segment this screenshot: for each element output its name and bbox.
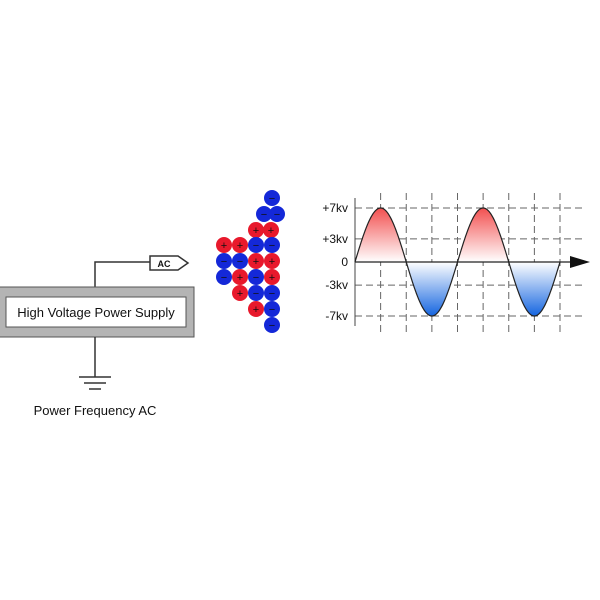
ion-circle xyxy=(264,190,280,206)
ion-circle xyxy=(248,285,264,301)
positive-ion: + xyxy=(232,269,248,285)
ion-sign: − xyxy=(269,288,275,300)
y-axis-label: -3kv xyxy=(325,278,348,292)
ion-circle xyxy=(264,253,280,269)
ion-sign: + xyxy=(253,256,259,268)
ion-cluster: −−−++++−−−−++−+−++−−+−− xyxy=(216,190,285,333)
ion-circle xyxy=(264,301,280,317)
ion-sign: − xyxy=(269,193,275,205)
positive-ion: + xyxy=(248,301,264,317)
negative-ion: − xyxy=(264,237,280,253)
ion-sign: + xyxy=(237,240,243,252)
waveform-group: +7kv +3kv 0 -3kv -7kv xyxy=(322,193,590,332)
ion-circle xyxy=(248,222,264,238)
ion-sign: + xyxy=(253,304,259,316)
negative-ion: − xyxy=(269,206,285,222)
ion-circle xyxy=(248,301,264,317)
negative-ion: − xyxy=(232,253,248,269)
ion-sign: + xyxy=(268,225,274,237)
ion-circle xyxy=(248,237,264,253)
y-axis-label: -7kv xyxy=(325,309,348,323)
ion-sign: + xyxy=(237,288,243,300)
positive-ion: + xyxy=(248,253,264,269)
power-supply-label-box xyxy=(5,296,187,328)
ion-sign: + xyxy=(269,272,275,284)
ion-circle xyxy=(269,206,285,222)
negative-ion: − xyxy=(248,237,264,253)
power-frequency-caption: Power Frequency AC xyxy=(34,403,157,418)
negative-ion: − xyxy=(216,253,232,269)
positive-ion: + xyxy=(264,253,280,269)
ion-sign: + xyxy=(253,225,259,237)
ion-sign: − xyxy=(253,272,259,284)
wave-negative-fill xyxy=(355,262,560,316)
negative-ion: − xyxy=(264,317,280,333)
ion-circle xyxy=(248,253,264,269)
negative-ion: − xyxy=(264,301,280,317)
negative-ion: − xyxy=(248,285,264,301)
ion-sign: − xyxy=(253,240,259,252)
positive-ion: + xyxy=(248,222,264,238)
ion-circle xyxy=(264,317,280,333)
ion-circle xyxy=(264,285,280,301)
ion-circle xyxy=(232,237,248,253)
wave-positive-fill xyxy=(355,208,560,262)
ion-sign: − xyxy=(261,209,267,221)
positive-ion: + xyxy=(232,237,248,253)
ion-sign: − xyxy=(253,288,259,300)
negative-ion: − xyxy=(264,285,280,301)
ion-sign: − xyxy=(237,256,243,268)
positive-ion: + xyxy=(232,285,248,301)
ion-circle xyxy=(216,237,232,253)
ion-circle xyxy=(216,253,232,269)
y-axis-label: +7kv xyxy=(322,201,348,215)
negative-ion: − xyxy=(216,269,232,285)
positive-ion: + xyxy=(216,237,232,253)
ion-sign: + xyxy=(237,272,243,284)
ion-circle xyxy=(256,206,272,222)
ion-sign: − xyxy=(269,304,275,316)
ion-circle xyxy=(232,253,248,269)
ac-tag-label: AC xyxy=(158,259,171,269)
ion-circle xyxy=(248,269,264,285)
ion-sign: − xyxy=(221,256,227,268)
power-supply-group: AC High Voltage Power Supply Power Frequ… xyxy=(0,255,195,418)
ion-sign: + xyxy=(221,240,227,252)
negative-ion: − xyxy=(248,269,264,285)
ion-sign: − xyxy=(221,272,227,284)
waveform-y-labels: +7kv +3kv 0 -3kv -7kv xyxy=(322,201,348,323)
power-supply-label: High Voltage Power Supply xyxy=(17,305,175,320)
negative-ion: − xyxy=(264,190,280,206)
ion-circle xyxy=(263,222,279,238)
y-axis-label: +3kv xyxy=(322,232,348,246)
ion-circle xyxy=(216,269,232,285)
ion-sign: − xyxy=(269,240,275,252)
ion-circle xyxy=(264,237,280,253)
ion-circle xyxy=(264,269,280,285)
ground-icon xyxy=(79,376,111,390)
positive-ion: + xyxy=(264,269,280,285)
ion-circle xyxy=(232,285,248,301)
output-wire xyxy=(94,261,150,287)
ion-sign: − xyxy=(269,320,275,332)
ac-output-tag xyxy=(149,255,190,271)
ion-sign: − xyxy=(274,209,280,221)
ion-sign: + xyxy=(269,256,275,268)
ion-circle xyxy=(232,269,248,285)
y-axis-label: 0 xyxy=(341,255,348,269)
axis-arrow-icon xyxy=(570,256,590,268)
negative-ion: − xyxy=(256,206,272,222)
positive-ion: + xyxy=(263,222,279,238)
